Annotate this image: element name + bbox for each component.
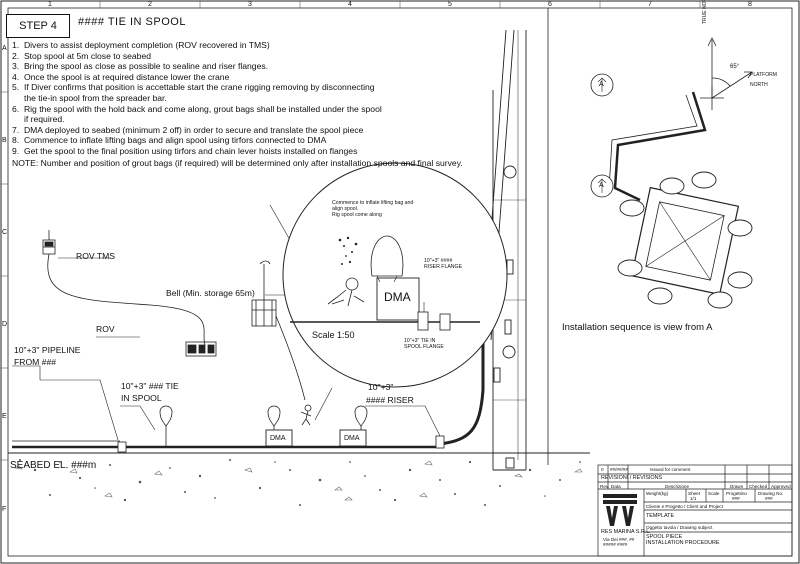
title-block-frame xyxy=(597,464,793,557)
tb-company-addr: Via Dei ###, ## ##### #### xyxy=(603,537,635,547)
bell-label: Bell (Min. storage 65m) xyxy=(166,288,255,298)
grid-letter-b: B xyxy=(2,137,7,144)
riser-label-2: #### RISER xyxy=(366,395,414,405)
rov-label: ROV xyxy=(96,324,115,334)
tb-sheet-h: Sheet xyxy=(688,491,701,496)
dma-label-2: DMA xyxy=(344,435,360,442)
step-title: #### TIE IN SPOOL xyxy=(78,16,186,28)
grid-letter-e: E xyxy=(2,413,7,420)
bell-graphic xyxy=(251,260,306,401)
tb-scale-h: Scale xyxy=(708,491,720,496)
pipeline-label-1: 10"+3" PIPELINE xyxy=(14,345,81,355)
tb-col-rev: Rev. xyxy=(600,484,610,489)
instruction-item: the tie-in spool from the spreader bar. xyxy=(12,92,167,103)
grid-number-4: 4 xyxy=(348,1,352,8)
tb-col-approved: Approved xyxy=(771,484,791,489)
company-logo xyxy=(603,494,637,526)
tb-subject-v1: SPOOL PIECE xyxy=(646,534,683,540)
dma-box-2 xyxy=(339,429,367,447)
view-a-marker-2: A xyxy=(599,182,604,189)
grid-number-3: 3 xyxy=(248,1,252,8)
grid-number-8: 8 xyxy=(748,1,752,8)
instruction-item: if required. xyxy=(12,114,65,125)
dma-box-1 xyxy=(265,429,293,447)
grid-number-7: 7 xyxy=(648,1,652,8)
instruction-item: 5. If Diver confirms that position is ac… xyxy=(12,82,375,93)
tb-subject-h: Oggetto tavola / Drawing subject xyxy=(646,525,713,530)
rov-tms-label: ROV TMS xyxy=(76,251,115,261)
grid-number-1: 1 xyxy=(48,1,52,8)
rov-tms-graphic xyxy=(42,230,206,346)
grid-ticks xyxy=(1,1,701,461)
tb-client-v: TEMPLATE xyxy=(646,513,675,519)
tie-in-label-1: 10"+3" ### TIE xyxy=(121,381,179,391)
tb-revisions-header: REVISIONI / REVISIONS xyxy=(601,475,663,481)
rov-graphic xyxy=(185,341,217,357)
instruction-item: 1. Divers to assist deployment completio… xyxy=(12,40,270,50)
pipeline xyxy=(12,340,485,453)
grid-letter-f: F xyxy=(2,506,7,513)
tb-drawing-h: Drawing No. xyxy=(758,491,784,496)
grid-number-6: 6 xyxy=(548,1,552,8)
instruction-item: 8. Commence to inflate lifting bags and … xyxy=(12,135,327,146)
dma-detail-label: DMA xyxy=(384,290,411,304)
plan-view xyxy=(590,73,753,309)
scale-label: Scale 1:50 xyxy=(312,330,355,340)
grid-letter-d: D xyxy=(2,321,8,328)
spool-flange-label: 10"+3" TIE IN SPOOL FLANGE xyxy=(404,338,444,350)
tb-company: RES MARINA S.R.L. xyxy=(601,529,651,535)
grid-letter-c: C xyxy=(2,229,8,236)
tb-drawing-v: ### xyxy=(765,496,773,501)
lifting-bags xyxy=(159,405,368,446)
diver-main xyxy=(300,404,312,426)
tb-project-h: Progettino xyxy=(726,491,747,496)
true-north-label: TRUE NORTH xyxy=(702,0,708,24)
tb-col-date: Data xyxy=(611,484,621,489)
tb-rev-desc: Issued for comment xyxy=(650,467,691,472)
grid-letter-a: A xyxy=(2,45,7,52)
riser-flange-label: 10"+3" #### RISER FLANGE xyxy=(424,258,463,270)
tb-rev-date: ##/##/## xyxy=(610,467,628,472)
instruction-item: 3. Bring the spool as close as possible … xyxy=(12,61,269,72)
angle-label: 65° xyxy=(730,64,740,70)
instruction-list: 1. Divers to assist deployment completio… xyxy=(12,40,482,157)
instruction-item: 9. Get the spool to the final position u… xyxy=(12,145,358,156)
tb-rev-no: 0 xyxy=(601,467,604,472)
grid-number-5: 5 xyxy=(448,1,452,8)
detail-note: Commence to inflate lifting bag and alig… xyxy=(332,200,414,218)
tb-client-h: Cliente e Progetto / Client and Project xyxy=(646,504,723,509)
step-label: STEP 4 xyxy=(6,14,70,38)
tie-in-label-2: IN SPOOL xyxy=(121,393,162,403)
pipeline-label-2: FROM ### xyxy=(14,357,57,367)
riser-label-1: 10"+3" xyxy=(368,382,394,392)
view-a-marker-1: A xyxy=(599,81,604,88)
instruction-item: 7. DMA deployed to seabed (minimum 2 off… xyxy=(12,124,364,135)
view-caption: Installation sequence is view from A xyxy=(562,322,713,333)
north-arrow xyxy=(700,37,753,110)
seabed-label: SEABED EL. ###m xyxy=(10,460,97,471)
tb-col-desc: Descrizione xyxy=(665,484,689,489)
tb-col-drawn: Drawn xyxy=(730,484,744,489)
tb-sheet-v: 1/1 xyxy=(690,496,697,501)
instruction-item: 2. Stop spool at 5m close to seabed xyxy=(12,50,152,61)
tb-subject-v2: INSTALLATION PROCEDURE xyxy=(646,540,720,546)
platform-north-label: PLATFORM NORTH xyxy=(750,72,777,88)
instruction-item: 4. Once the spool is at required distanc… xyxy=(12,71,230,82)
dma-label-1: DMA xyxy=(270,435,286,442)
instruction-item: 6. Rig the spool with the hold back and … xyxy=(12,103,382,114)
tb-weight-h: Weight(kg) xyxy=(646,491,669,496)
detail-circle xyxy=(282,162,508,388)
note-text: NOTE: Number and position of grout bags … xyxy=(12,158,463,168)
tb-col-checked: Checked xyxy=(749,484,768,489)
grid-number-2: 2 xyxy=(148,1,152,8)
tb-project-v: ### xyxy=(732,496,740,501)
